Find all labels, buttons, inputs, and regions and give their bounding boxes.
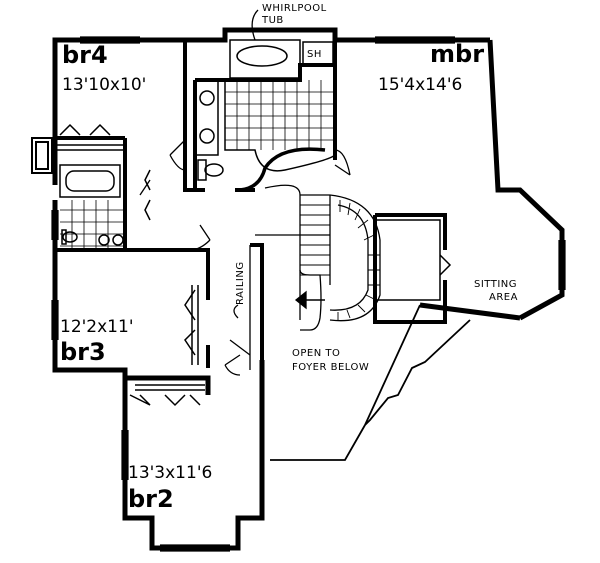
shower-label: SH (307, 49, 322, 60)
whirlpool-pointer (251, 9, 259, 41)
open-area-break-line (270, 304, 471, 461)
open-to-label: OPEN TO (292, 348, 340, 359)
br2-name: br2 (128, 485, 174, 513)
sitting-label: SITTING (474, 279, 517, 290)
closet-doors (55, 123, 452, 407)
master-bath (195, 39, 336, 192)
railing-label: RAILING (235, 261, 246, 305)
sitting-area (373, 213, 447, 324)
mbr-name: mbr (430, 40, 484, 68)
foyer-below-label: FOYER BELOW (292, 362, 369, 373)
mbr-dims: 15'4x14'6 (378, 75, 462, 95)
tub-label: TUB (261, 15, 284, 26)
whirlpool-label: WHIRLPOOL (262, 3, 327, 14)
br4-name: br4 (62, 41, 108, 69)
br3-name: br3 (60, 338, 106, 366)
railing-pointer (233, 304, 239, 319)
br2-dims: 13'3x11'6 (128, 463, 212, 483)
area-label: AREA (489, 292, 518, 303)
chimney (31, 137, 53, 174)
br4-bath (59, 164, 125, 250)
door-swings (139, 139, 351, 376)
staircase (249, 184, 381, 370)
br4-dims: 13'10x10' (62, 75, 146, 95)
br3-dims: 12'2x11' (60, 317, 134, 337)
windows (51, 36, 566, 552)
